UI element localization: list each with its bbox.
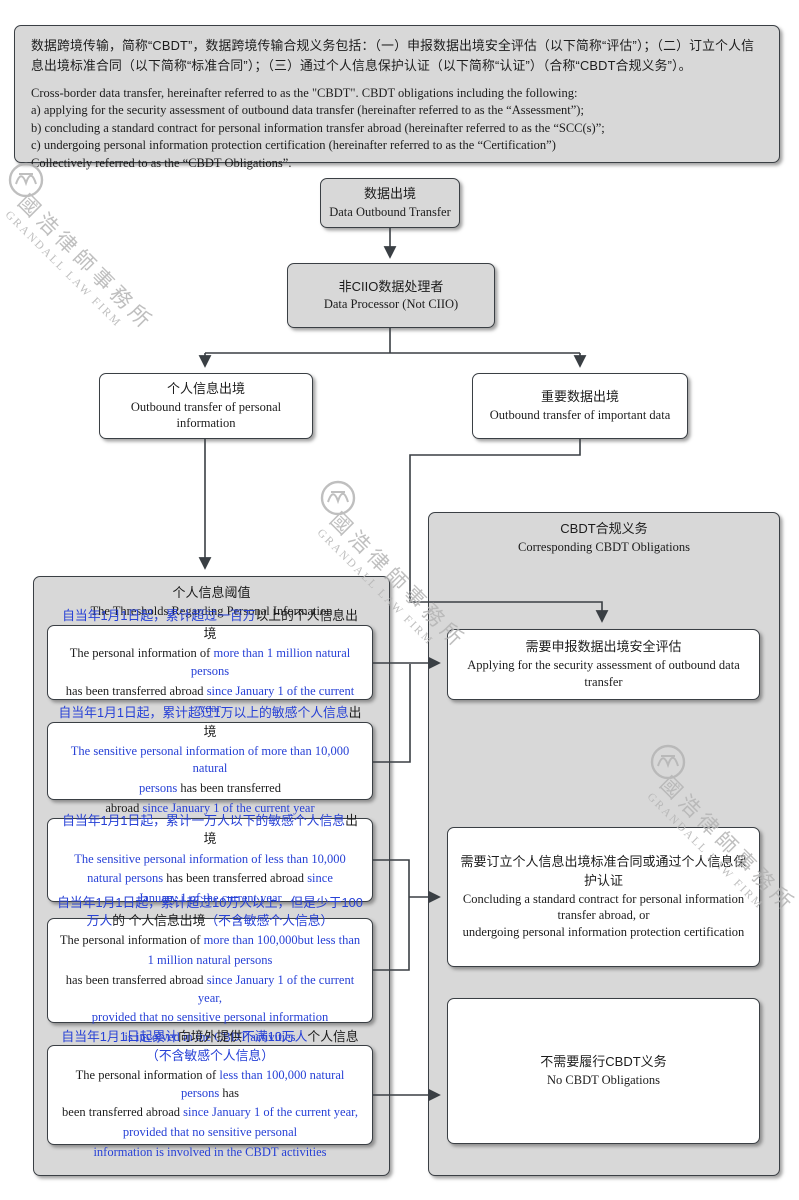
obligation-assessment-cn: 需要申报数据出境安全评估	[525, 639, 682, 655]
obligation-box-scc-certification: 需要订立个人信息出境标准合同或通过个人信息保护认证 Concluding a s…	[447, 827, 760, 967]
node-data-outbound-en: Data Outbound Transfer	[329, 204, 451, 219]
intro-english-text: Cross-border data transfer, hereinafter …	[31, 85, 605, 170]
node-data-outbound: 数据出境 Data Outbound Transfer	[320, 178, 460, 228]
node-data-processor-en: Data Processor (Not CIIO)	[323, 297, 459, 312]
obligation-assessment-en: Applying for the security assessment of …	[467, 658, 740, 689]
intro-chinese-text: 数据跨境传输，简称“CBDT”，数据跨境传输合规义务包括：（一）申报数据出境安全…	[31, 38, 755, 73]
thresholds-title-en: The Thresholds Regarding Personal Inform…	[90, 603, 333, 618]
grandall-seal-icon	[320, 480, 356, 516]
node-personal-info-en: Outbound transfer of personal informatio…	[130, 399, 282, 431]
obligation-box-none: 不需要履行CBDT义务 No CBDT Obligations	[447, 998, 760, 1144]
obligations-title-en: Corresponding CBDT Obligations	[518, 539, 690, 554]
obligation-scc-en: Concluding a standard contract for perso…	[462, 891, 745, 940]
obligations-title-cn: CBDT合规义务	[560, 521, 648, 536]
intro-note-box: 数据跨境传输，简称“CBDT”，数据跨境传输合规义务包括：（一）申报数据出境安全…	[14, 25, 780, 170]
watermark-cn-text: 國浩律師事務所	[13, 189, 159, 336]
thresholds-title-cn: 个人信息阈值	[172, 585, 251, 600]
connector-split-line	[205, 328, 580, 354]
threshold-box-under-100k: 自当年1月1日起累计向境外提供不满10万人个人信息（不含敏感个人信息）The p…	[47, 1029, 373, 1159]
node-personal-info-cn: 个人信息出境	[166, 380, 245, 396]
watermark-en-text: GRANDALL LAW FIRM	[2, 208, 124, 330]
node-important-data-cn: 重要数据出境	[540, 389, 619, 405]
obligation-box-assessment: 需要申报数据出境安全评估 Applying for the security a…	[447, 629, 760, 700]
node-data-processor: 非CIIO数据处理者 Data Processor (Not CIIO)	[287, 263, 495, 328]
obligation-none-en: No CBDT Obligations	[547, 1072, 660, 1087]
node-important-data-en: Outbound transfer of important data	[489, 407, 671, 422]
obligation-scc-cn: 需要订立个人信息出境标准合同或通过个人信息保护认证	[460, 853, 747, 888]
node-important-data-outbound: 重要数据出境 Outbound transfer of important da…	[472, 373, 688, 439]
obligation-none-cn: 不需要履行CBDT义务	[540, 1054, 667, 1070]
node-data-outbound-cn: 数据出境	[363, 186, 416, 202]
node-personal-info-outbound: 个人信息出境 Outbound transfer of personal inf…	[99, 373, 313, 439]
threshold-box-100k-to-1m: 自当年1月1日起，累计超过10万人以上，但是少于100万人的 个人信息出境（不含…	[47, 895, 373, 1044]
node-data-processor-cn: 非CIIO数据处理者	[338, 278, 444, 294]
